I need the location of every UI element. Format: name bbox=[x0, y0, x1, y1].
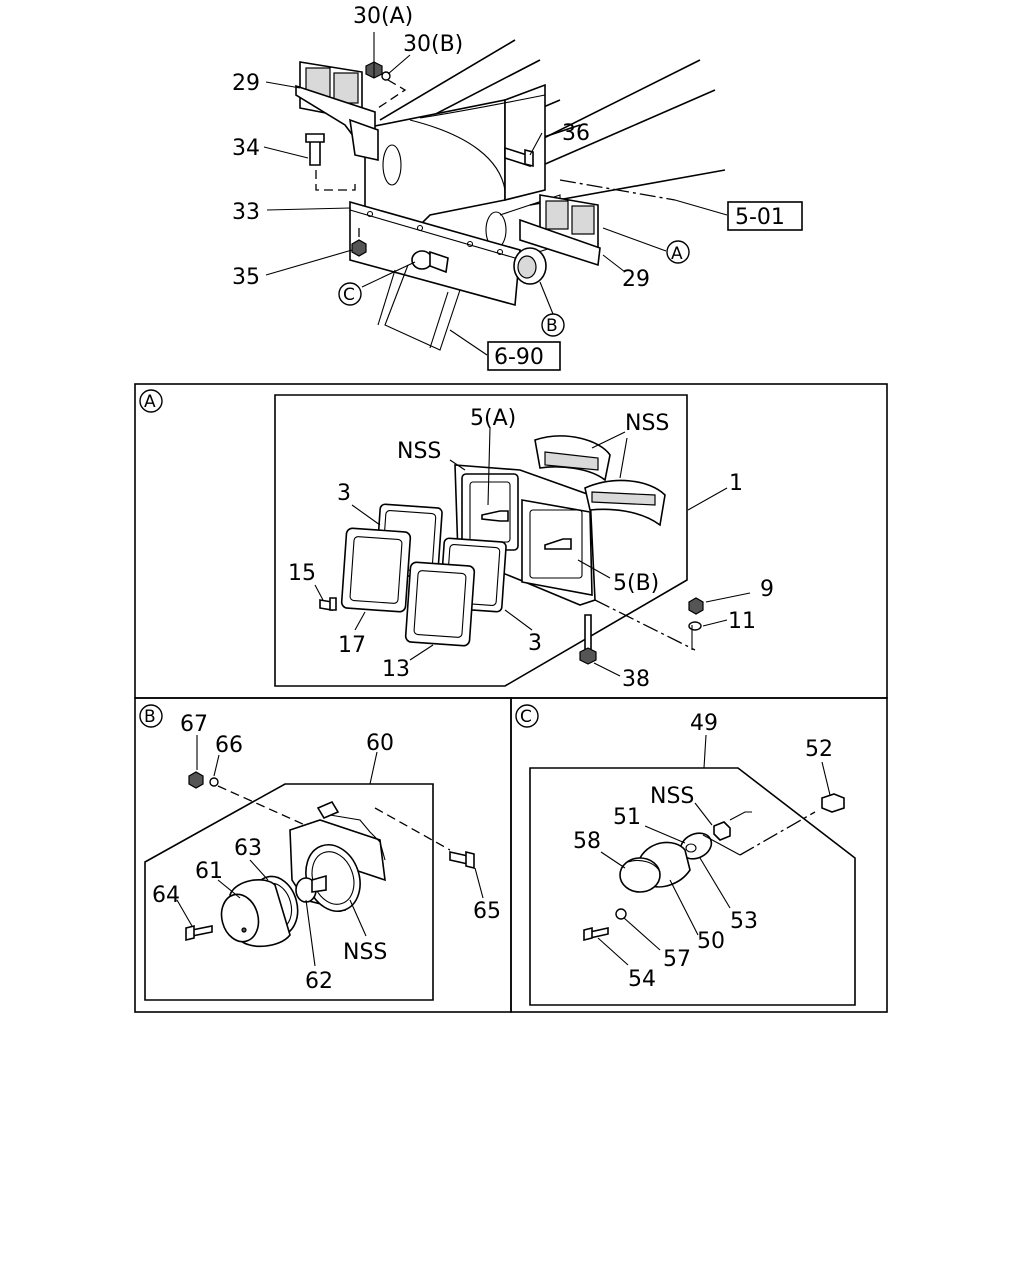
callout-66: 66 bbox=[215, 733, 243, 758]
callout-3-bottom: 3 bbox=[528, 631, 542, 656]
callout-51: 51 bbox=[613, 805, 641, 830]
marker-c: C bbox=[520, 707, 532, 727]
callout-30a: 30(A) bbox=[353, 4, 413, 29]
marker-circle-b-top bbox=[541, 313, 565, 337]
callout-52: 52 bbox=[805, 737, 833, 762]
marker-a-top: A bbox=[671, 244, 683, 264]
callout-29-left: 29 bbox=[232, 71, 260, 96]
callout-30b: 30(B) bbox=[403, 32, 463, 57]
callout-17: 17 bbox=[338, 633, 366, 658]
callout-11: 11 bbox=[728, 609, 756, 634]
callout-63: 63 bbox=[234, 836, 262, 861]
callout-65: 65 bbox=[473, 899, 501, 924]
callout-54: 54 bbox=[628, 967, 656, 992]
rear-frame-assembly bbox=[263, 32, 728, 356]
detail-frame-c bbox=[510, 697, 888, 1013]
reference-box-6-90 bbox=[487, 341, 561, 371]
callout-nss-c: NSS bbox=[650, 784, 694, 809]
callout-5a: 5(A) bbox=[470, 406, 516, 431]
callout-50: 50 bbox=[697, 929, 725, 954]
callout-38: 38 bbox=[622, 667, 650, 692]
callout-29-right: 29 bbox=[622, 267, 650, 292]
marker-circle-a bbox=[139, 389, 163, 413]
callout-nss-left: NSS bbox=[397, 439, 441, 464]
callout-15: 15 bbox=[288, 561, 316, 586]
callout-13: 13 bbox=[382, 657, 410, 682]
callout-9: 9 bbox=[760, 577, 774, 602]
callout-1: 1 bbox=[729, 471, 743, 496]
marker-c-top: C bbox=[343, 285, 355, 305]
callout-34: 34 bbox=[232, 136, 260, 161]
round-lamp-assembly bbox=[144, 735, 484, 1001]
reference-6-90: 6-90 bbox=[494, 345, 544, 370]
callout-67: 67 bbox=[180, 712, 208, 737]
marker-b-top: B bbox=[546, 316, 558, 336]
callout-3-top: 3 bbox=[337, 481, 351, 506]
callout-nss-b: NSS bbox=[343, 940, 387, 965]
callout-60: 60 bbox=[366, 731, 394, 756]
marker-circle-c-top bbox=[338, 282, 362, 306]
callout-62: 62 bbox=[305, 969, 333, 994]
callout-36: 36 bbox=[562, 121, 590, 146]
reference-5-01: 5-01 bbox=[735, 205, 785, 230]
marker-a: A bbox=[144, 392, 156, 412]
combination-lamp-assembly bbox=[274, 394, 751, 687]
callout-49: 49 bbox=[690, 711, 718, 736]
marker-circle-c bbox=[515, 704, 539, 728]
reference-box-5-01 bbox=[727, 201, 803, 231]
marker-lamp-assembly bbox=[529, 734, 856, 1006]
callout-57: 57 bbox=[663, 947, 691, 972]
marker-circle-b bbox=[139, 704, 163, 728]
callout-61: 61 bbox=[195, 859, 223, 884]
callout-53: 53 bbox=[730, 909, 758, 934]
callout-nss-right: NSS bbox=[625, 411, 669, 436]
callout-33: 33 bbox=[232, 200, 260, 225]
marker-b: B bbox=[144, 707, 156, 727]
callout-58: 58 bbox=[573, 829, 601, 854]
callout-64: 64 bbox=[152, 883, 180, 908]
callout-35: 35 bbox=[232, 265, 260, 290]
marker-circle-a-top bbox=[666, 240, 690, 264]
callout-5b: 5(B) bbox=[613, 571, 659, 596]
